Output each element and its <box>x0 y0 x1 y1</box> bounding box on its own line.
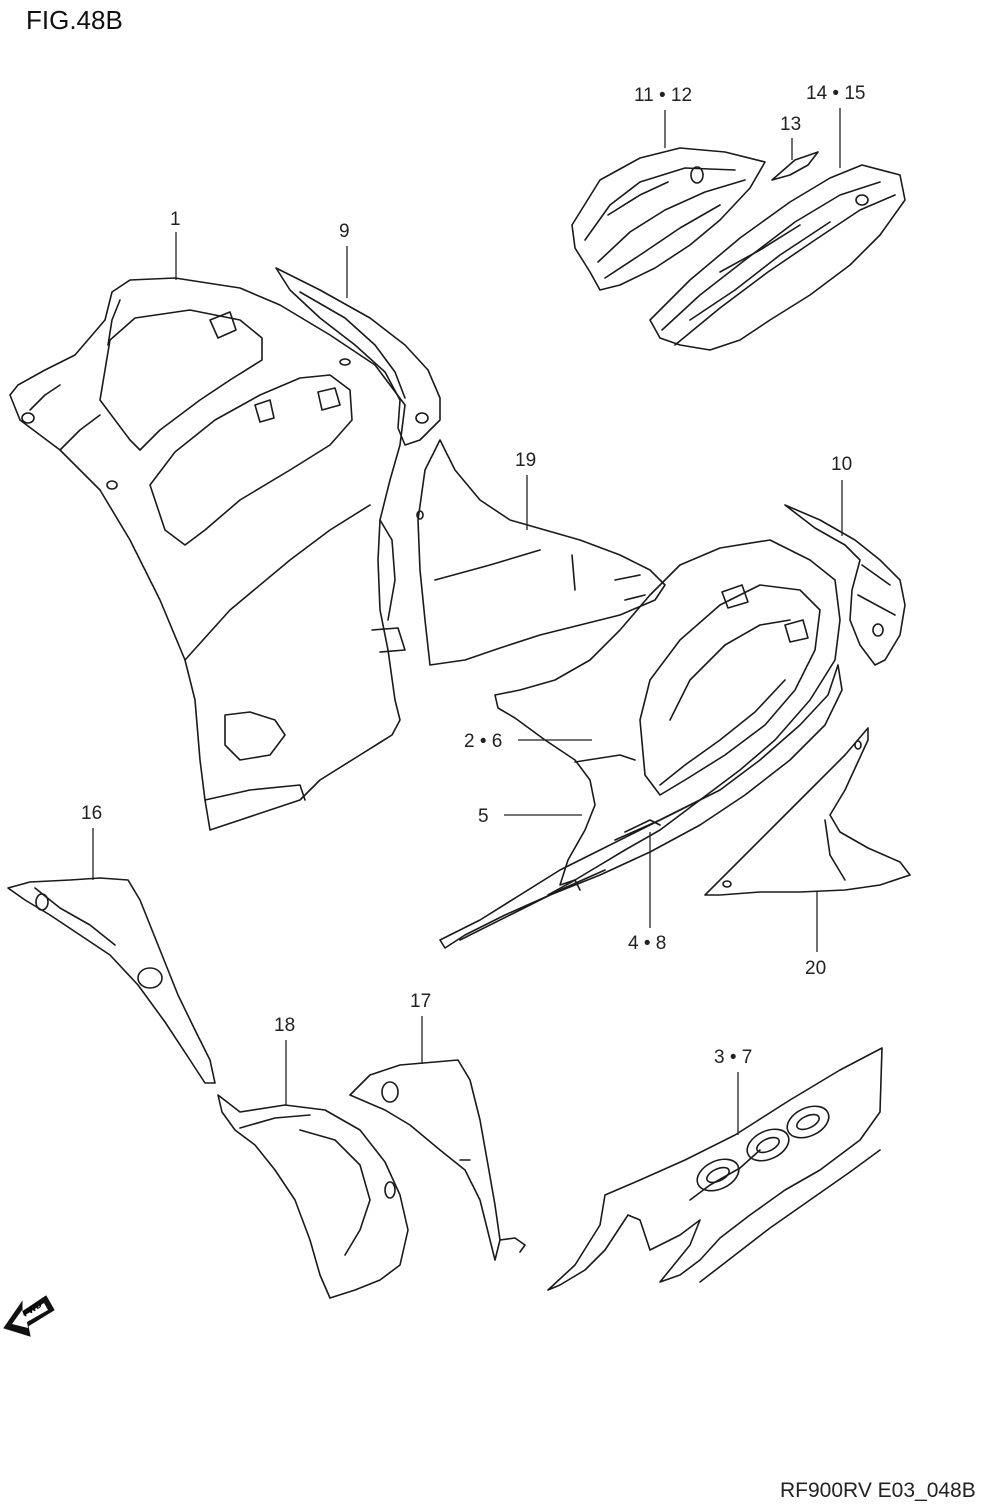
part-17-bracket-panel[interactable] <box>350 1060 525 1260</box>
part-13-tab[interactable] <box>772 152 818 180</box>
part-2-6-lower-cowling[interactable] <box>495 540 840 885</box>
part-16-left-fairing[interactable] <box>8 878 215 1083</box>
part-10-corner-piece[interactable] <box>785 505 905 665</box>
callout-4-8: 4 • 8 <box>628 933 667 954</box>
part-11-12-side-cover[interactable] <box>572 148 765 290</box>
callout-20: 20 <box>805 958 827 979</box>
callout-9: 9 <box>339 221 350 242</box>
callout-3-7: 3 • 7 <box>714 1047 753 1068</box>
part-5-lower-skirt[interactable] <box>440 665 842 948</box>
forward-arrow-icon <box>4 1296 54 1336</box>
callout-11-12: 11 • 12 <box>634 85 693 106</box>
reference-code: RF900RV E03_048B <box>780 1479 976 1502</box>
callout-5: 5 <box>478 806 489 827</box>
callout-19: 19 <box>515 450 537 471</box>
callout-10: 10 <box>831 454 853 475</box>
figure-title: FIG.48B <box>26 5 123 35</box>
callout-13: 13 <box>780 114 802 135</box>
decal-900-logo-icon <box>692 1100 834 1197</box>
part-18-side-panel[interactable] <box>218 1095 408 1298</box>
callout-14-15: 14 • 15 <box>806 83 866 104</box>
callout-2-6: 2 • 6 <box>464 731 503 752</box>
callout-16: 16 <box>81 803 103 824</box>
callout-18: 18 <box>274 1015 296 1036</box>
part-20-lower-panel[interactable] <box>705 728 910 895</box>
callout-1: 1 <box>170 209 181 230</box>
callout-17: 17 <box>410 991 432 1012</box>
part-1-upper-cowling[interactable] <box>10 278 405 830</box>
part-4-8-bracket[interactable] <box>625 820 660 832</box>
leader-lines <box>93 108 842 1135</box>
part-3-7-decal[interactable] <box>548 1048 882 1290</box>
part-14-15-side-cover[interactable] <box>650 165 905 350</box>
part-19-inner-panel[interactable] <box>417 440 665 665</box>
part-9-trim-strip[interactable] <box>276 268 440 445</box>
